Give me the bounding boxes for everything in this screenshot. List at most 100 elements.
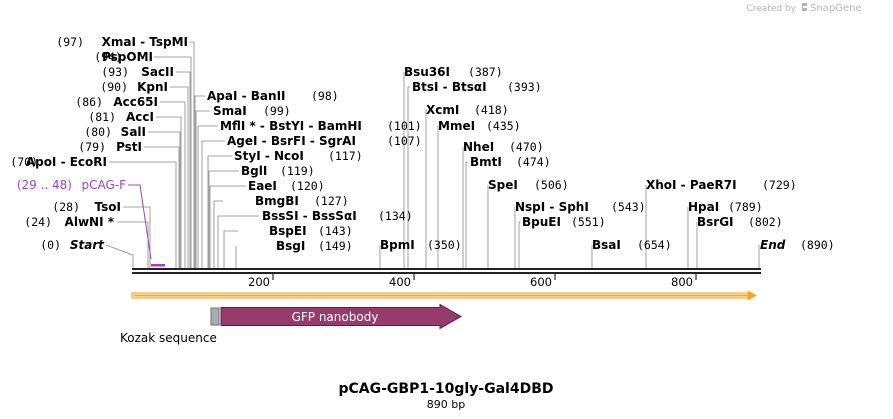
site-position: (86) [75, 95, 103, 109]
site-label: NheI [463, 140, 494, 154]
site-label: NspI - SphI [515, 200, 589, 214]
primer-range: (29 .. 48) [17, 178, 72, 192]
site-m7[interactable]: EaeI (120) [248, 179, 325, 193]
site-position: (0) [40, 238, 61, 252]
site-b6[interactable]: BmtI (474) [470, 155, 551, 169]
site-r7[interactable]: (80) SalI [84, 125, 146, 139]
site-m5[interactable]: StyI - NcoI (117) [234, 149, 363, 163]
site-position: (98) [311, 89, 339, 103]
site-position: (90) [100, 80, 128, 94]
site-m8[interactable]: BmgBI (127) [255, 194, 349, 208]
site-b7[interactable]: BpmI (350) [380, 238, 462, 252]
site-c4[interactable]: BsaI (654) [592, 238, 672, 252]
site-position: (81) [88, 110, 116, 124]
site-label: BtsI - BtsαI [412, 80, 487, 94]
site-label: XmaI - TspMI [102, 35, 188, 49]
site-m1[interactable]: ApaI - BanII (98) [207, 89, 339, 103]
site-b5[interactable]: NheI (470) [463, 140, 544, 154]
site-b4[interactable]: MmeI (435) [438, 119, 521, 133]
site-position: (802) [748, 215, 783, 229]
site-position: (28) [52, 200, 80, 214]
site-position: (97) [56, 35, 84, 49]
site-d3[interactable]: BsrGI (802) [697, 215, 783, 229]
map-length: 890 bp [427, 398, 465, 411]
site-r1[interactable]: (97) XmaI - TspMI [56, 35, 188, 49]
site-m6[interactable]: BglI (119) [241, 164, 315, 178]
site-r2[interactable]: (94) PspOMI [94, 50, 153, 64]
site-label: BglI [241, 164, 267, 178]
site-r6[interactable]: (81) AccI [88, 110, 154, 124]
site-d1[interactable]: XhoI - PaeR7I (729) [646, 178, 797, 192]
primer-name: pCAG-F [81, 178, 126, 192]
ruler-tick-600: 600 [530, 275, 552, 289]
site-c3[interactable]: BpuEI (551) [522, 215, 606, 229]
site-label: AccI [126, 110, 154, 124]
site-label: AgeI - BsrFI - SgrAI [227, 134, 356, 148]
site-d2[interactable]: HpaI (789) [688, 200, 763, 214]
site-label: End [760, 238, 786, 252]
site-position: (470) [509, 140, 544, 154]
primer-pcag-f[interactable]: (29 .. 48) pCAG-F [17, 178, 165, 267]
site-position: (120) [290, 179, 325, 193]
site-label: BpuEI [522, 215, 561, 229]
site-m3[interactable]: MflI * - BstYI - BamHI (101) [220, 119, 422, 133]
site-m11[interactable]: BsgI (149) [276, 239, 353, 253]
site-r11[interactable]: (28) TsoI [52, 200, 121, 214]
site-label: Start [70, 238, 105, 252]
site-label: SacII [141, 65, 174, 79]
site-r8[interactable]: (79) PstI [78, 140, 142, 154]
site-label: KpnI [137, 80, 168, 94]
site-position: (551) [571, 215, 606, 229]
site-position: (474) [516, 155, 551, 169]
site-b2[interactable]: BtsI - BtsαI (393) [412, 80, 542, 94]
kozak-feature[interactable] [210, 307, 220, 326]
orf-arrow[interactable] [131, 290, 757, 301]
site-position: (24) [24, 215, 52, 229]
site-position: (143) [318, 224, 353, 238]
site-position: (789) [728, 200, 763, 214]
site-position: (93) [101, 65, 129, 79]
site-position: (149) [318, 239, 353, 253]
dna-backbone [132, 268, 761, 274]
site-position: (117) [328, 149, 363, 163]
site-label: PstI [116, 140, 142, 154]
site-position: (94) [94, 50, 122, 64]
site-r9[interactable]: (70) ApoI - EcoRI [10, 155, 107, 169]
site-r5[interactable]: (86) Acc65I [75, 95, 158, 109]
site-label: TsoI [95, 200, 121, 214]
site-label: BsaI [592, 238, 621, 252]
site-position: (107) [387, 134, 422, 148]
site-position: (393) [507, 80, 542, 94]
credit-brand: SnapGene [810, 3, 862, 14]
site-label: BssSI - BssSαI [262, 209, 357, 223]
site-end[interactable]: End (890) [760, 238, 835, 252]
site-r4[interactable]: (90) KpnI [100, 80, 168, 94]
site-start[interactable]: (0) Start [40, 238, 105, 252]
site-label: SpeI [488, 178, 518, 192]
site-label: BsgI [276, 239, 305, 253]
site-label: SalI [121, 125, 146, 139]
site-position: (99) [263, 104, 291, 118]
site-position: (418) [474, 103, 509, 117]
ruler: 200 400 600 800 [248, 274, 697, 289]
site-label: StyI - NcoI [234, 149, 304, 163]
site-label: Bsu36I [404, 65, 450, 79]
site-position: (890) [800, 238, 835, 252]
site-leader-lines [105, 41, 760, 268]
site-b1[interactable]: Bsu36I (387) [404, 65, 503, 79]
site-position: (729) [762, 178, 797, 192]
site-c1[interactable]: SpeI (506) [488, 178, 569, 192]
kozak-label: Kozak sequence [120, 331, 217, 345]
site-r3[interactable]: (93) SacII [101, 65, 174, 79]
site-label: ApoI - EcoRI [26, 155, 107, 169]
site-r12[interactable]: (24) AlwNI * [24, 215, 114, 229]
gfp-nanobody-feature[interactable]: GFP nanobody [220, 303, 463, 330]
site-m4[interactable]: AgeI - BsrFI - SgrAI (107) [227, 134, 422, 148]
site-b3[interactable]: XcmI (418) [426, 103, 509, 117]
site-m10[interactable]: BspEI (143) [269, 224, 353, 238]
site-m9[interactable]: BssSI - BssSαI (134) [262, 209, 413, 223]
site-c2[interactable]: NspI - SphI (543) [515, 200, 646, 214]
site-m2[interactable]: SmaI (99) [213, 104, 291, 118]
site-position: (119) [280, 164, 315, 178]
